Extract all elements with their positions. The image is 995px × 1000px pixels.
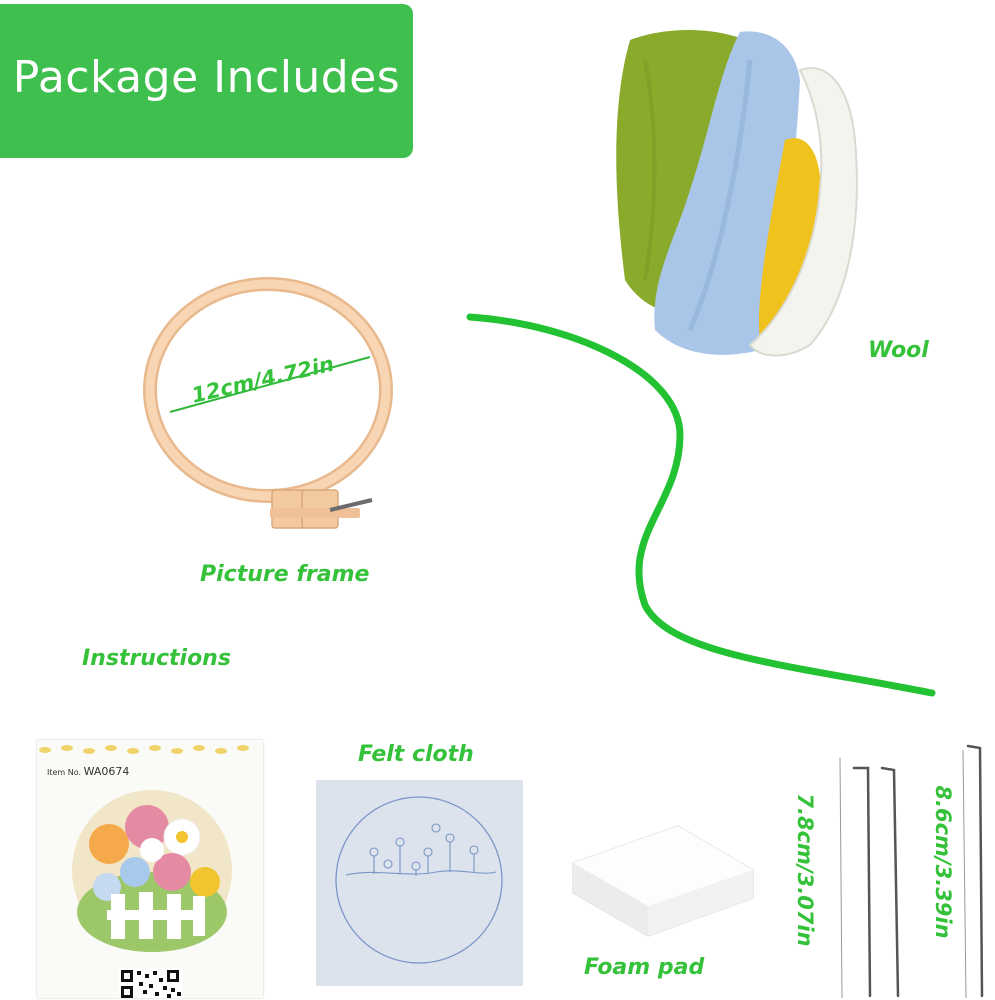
- instructions-label: Instructions: [82, 646, 231, 671]
- felt-cloth-label: Felt cloth: [358, 742, 474, 767]
- qr-code-icon: [119, 968, 183, 998]
- header-banner: [0, 4, 413, 158]
- leaf-border: [39, 745, 249, 754]
- pattern-sketch: [335, 796, 503, 964]
- divider-curve: [466, 313, 936, 697]
- picture-frame-label: Picture frame: [200, 562, 370, 587]
- embroidery-hoop-image: [143, 277, 393, 529]
- item-no: WA0674: [83, 765, 130, 778]
- felt-cloth-image: [316, 780, 523, 986]
- foam-pad-label: Foam pad: [584, 955, 705, 980]
- large-needle-size-label: 8.6cm/3.39in: [931, 785, 955, 939]
- small-needle-size-label: 7.8cm/3.07in: [793, 793, 817, 947]
- wool-image: [616, 30, 858, 357]
- instructions-card: Item No. WA0674: [37, 740, 263, 998]
- flower-basket-image: [72, 790, 232, 952]
- page-title: Package Includes: [12, 51, 401, 103]
- felting-needles-image: [839, 744, 984, 999]
- item-no-prefix: Item No.: [47, 768, 82, 777]
- foam-pad-image: [572, 825, 754, 937]
- wool-label: Wool: [868, 338, 929, 363]
